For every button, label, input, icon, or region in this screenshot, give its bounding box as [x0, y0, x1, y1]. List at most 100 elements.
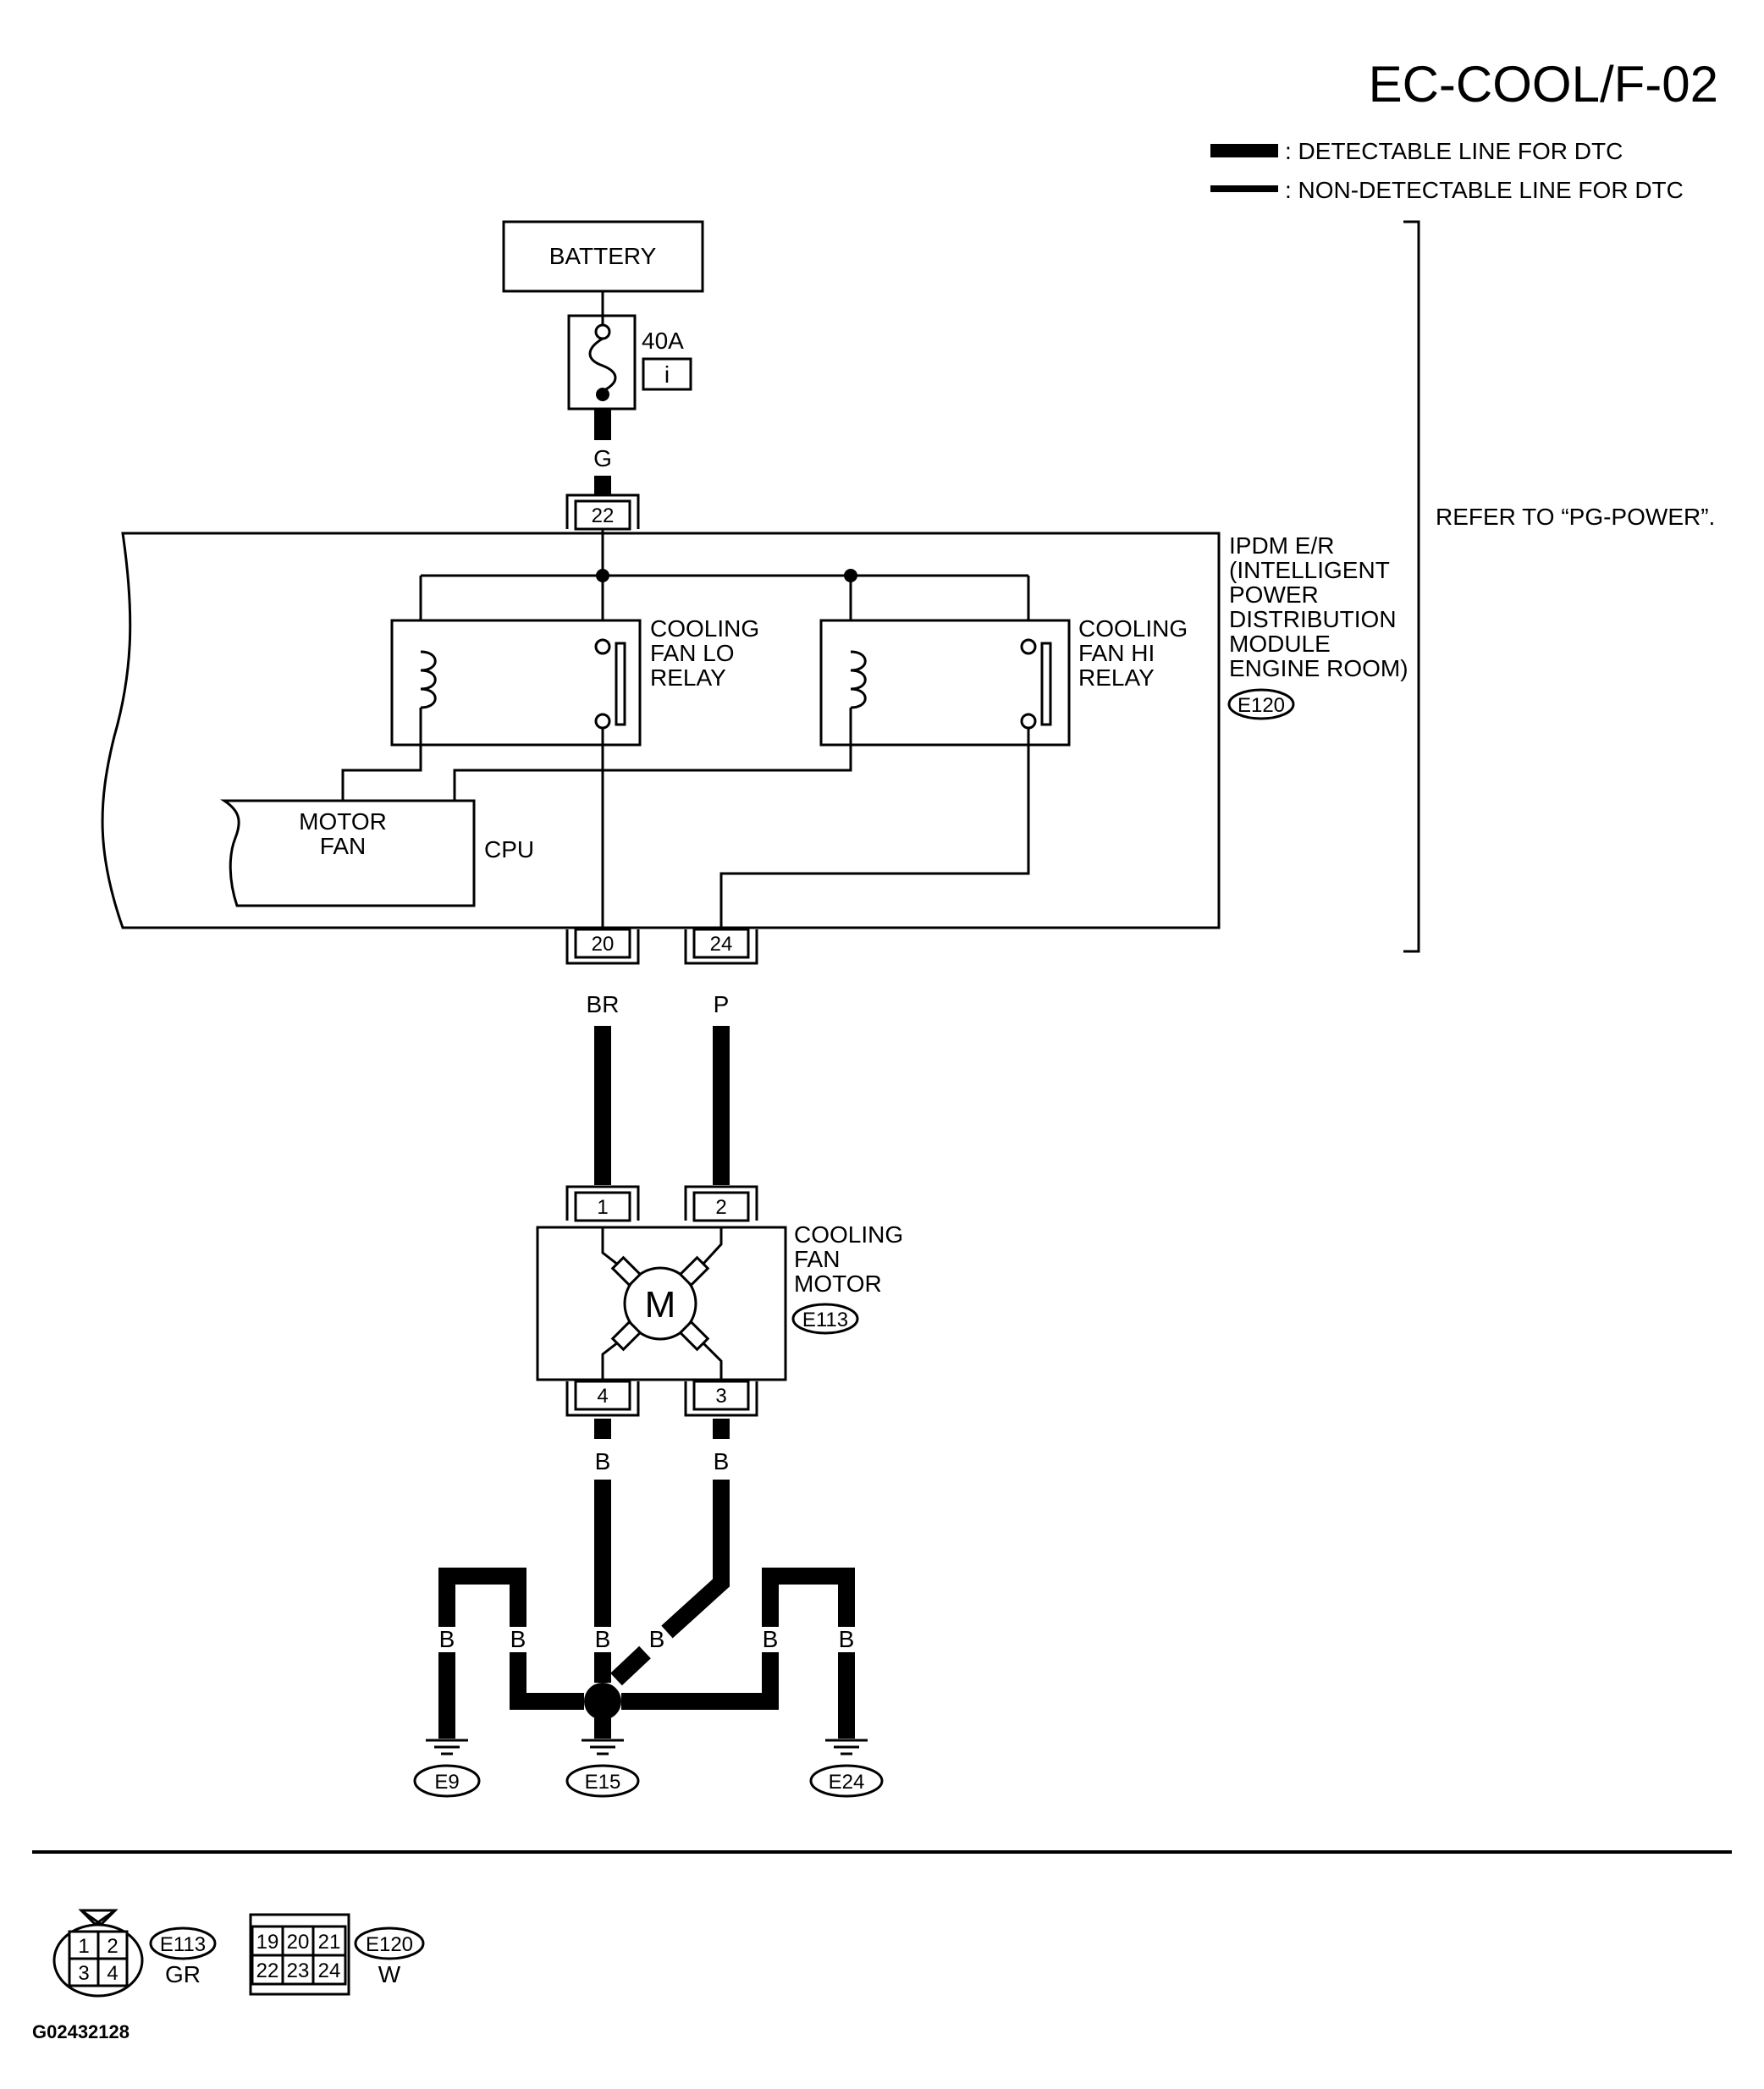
wire-b-right-loop	[621, 1568, 855, 1710]
motor-pin-4: 4	[565, 1380, 640, 1417]
e120-badge	[354, 1926, 425, 1960]
ipdm-pin-20: 20	[565, 928, 640, 965]
motor-lead-3	[701, 1341, 723, 1380]
motor-lead-4	[601, 1341, 619, 1380]
pin-20-box	[574, 928, 631, 959]
non-detectable-line-swatch	[1210, 185, 1278, 192]
lo-coil-to-cpu	[341, 708, 422, 801]
label-gap-3	[583, 1627, 622, 1652]
ground-e15-badge	[565, 1764, 640, 1798]
e120-pin-24: 24	[318, 1959, 341, 1982]
refer-bracket	[1403, 220, 1420, 953]
motor-pin-2-label: 2	[715, 1196, 726, 1219]
ipdm-pin-24: 24	[684, 928, 758, 965]
pin-24-bracket	[684, 929, 758, 965]
e113-id: E113	[160, 1933, 206, 1956]
wire-b-3-tail	[610, 1645, 651, 1686]
e120-pin-22: 22	[256, 1959, 279, 1982]
e120-pin-21: 21	[318, 1931, 341, 1954]
ipdm-outline	[101, 532, 1221, 929]
label-gap-4	[751, 1627, 790, 1652]
connector-face-e113: 1 2 3 4 E113 GR	[52, 1909, 217, 1998]
ipdm-label-line-1: IPDM E/R	[1229, 532, 1334, 559]
motor-pin-3-bracket	[684, 1381, 758, 1417]
motor-fan-label-1: MOTOR	[299, 808, 387, 835]
ground-e15: E15	[565, 1739, 640, 1798]
ipdm-connector-badge	[1227, 688, 1295, 720]
ground-e24: E24	[809, 1739, 884, 1798]
e120-pin-20: 20	[287, 1931, 310, 1954]
wire-label-b-right: B	[763, 1626, 779, 1652]
motor-pin-3-label: 3	[715, 1385, 726, 1408]
motor-pin-3-box	[692, 1380, 750, 1411]
motor-label-1: COOLING	[794, 1221, 903, 1248]
wire-label-b-e9: B	[439, 1626, 455, 1652]
fuse-element	[588, 337, 617, 393]
ipdm-pin-22: 22	[565, 493, 640, 531]
hi-relay-coil	[850, 650, 867, 709]
hi-relay-contact-bottom	[1020, 713, 1037, 730]
pin-22-bracket	[565, 493, 640, 529]
e113-pin-1: 1	[78, 1935, 89, 1958]
detectable-line-label: : DETECTABLE LINE FOR DTC	[1285, 138, 1623, 164]
e113-cell-4	[96, 1957, 129, 1987]
label-gap-2	[499, 1627, 537, 1652]
pin-20-label: 20	[592, 933, 615, 956]
motor-fan-block	[220, 799, 476, 907]
wire-label-b-4: B	[595, 1448, 611, 1474]
label-gap-5	[827, 1627, 866, 1652]
motor-pin-4-box	[574, 1380, 631, 1411]
lo-relay-contact-bottom	[594, 713, 611, 730]
battery-label: BATTERY	[549, 243, 657, 269]
wire-label-p: P	[714, 991, 730, 1017]
cooling-fan-lo-relay: COOLING FAN LO RELAY	[390, 615, 759, 747]
hi-relay-label-1: COOLING	[1078, 615, 1188, 642]
e120-cell-22	[251, 1954, 284, 1986]
e113-badge	[149, 1926, 217, 1960]
motor-pin-1-box	[574, 1191, 631, 1222]
line-legend: : DETECTABLE LINE FOR DTC : NON-DETECTAB…	[1210, 138, 1684, 203]
ipdm-label-line-6: ENGINE ROOM)	[1229, 655, 1408, 681]
motor-pin-2-bracket	[684, 1185, 758, 1221]
motor-pin-2-box	[692, 1191, 750, 1222]
battery-box	[502, 220, 704, 293]
ground-e9-badge	[413, 1764, 481, 1798]
motor-lead-2	[701, 1227, 723, 1266]
hi-relay-contact-top	[1020, 638, 1037, 655]
lo-relay-label-3: RELAY	[650, 664, 726, 691]
refer-note: REFER TO “PG-POWER”.	[1436, 504, 1715, 530]
motor-label-2: FAN	[794, 1246, 840, 1272]
pin-24-label: 24	[710, 933, 733, 956]
ipdm-connector-id: E120	[1238, 694, 1285, 717]
wire-label-b-e24: B	[839, 1626, 855, 1652]
page-title: EC-COOL/F-02	[1369, 56, 1718, 113]
cpu-label: CPU	[484, 836, 534, 863]
ground-e24-id: E24	[829, 1771, 865, 1794]
ground-e15-id: E15	[585, 1771, 621, 1794]
pin-20-bracket	[565, 929, 640, 965]
motor-pin-1-bracket	[565, 1185, 640, 1221]
wire-label-br: BR	[587, 991, 620, 1017]
motor-pin-1-label: 1	[597, 1196, 608, 1219]
cooling-fan-hi-relay: COOLING FAN HI RELAY	[819, 615, 1188, 747]
ipdm-label-line-4: DISTRIBUTION	[1229, 606, 1397, 632]
pin-22-label: 22	[592, 504, 615, 527]
ipdm-label-line-2: (INTELLIGENT	[1229, 557, 1390, 583]
fuse: 40A i	[567, 314, 692, 411]
brush-bottom-left	[610, 1320, 642, 1352]
wire-label-b-left: B	[510, 1626, 526, 1652]
detectable-line-swatch	[1210, 144, 1278, 157]
lo-relay-coil	[420, 650, 437, 709]
e113-pin-2: 2	[107, 1935, 118, 1958]
label-gap-1	[427, 1627, 466, 1652]
fuse-terminal-top	[594, 323, 611, 340]
e113-cell-1	[68, 1930, 100, 1960]
lo-relay-label-2: FAN LO	[650, 640, 735, 666]
motor-lead-1	[601, 1227, 619, 1266]
lo-relay-armature	[615, 642, 626, 726]
e120-pin-23: 23	[287, 1959, 310, 1982]
e113-color: GR	[165, 1961, 201, 1987]
hi-relay-armature	[1040, 642, 1052, 726]
e113-pin-4: 4	[107, 1962, 118, 1985]
ground-e9: E9	[413, 1739, 481, 1798]
